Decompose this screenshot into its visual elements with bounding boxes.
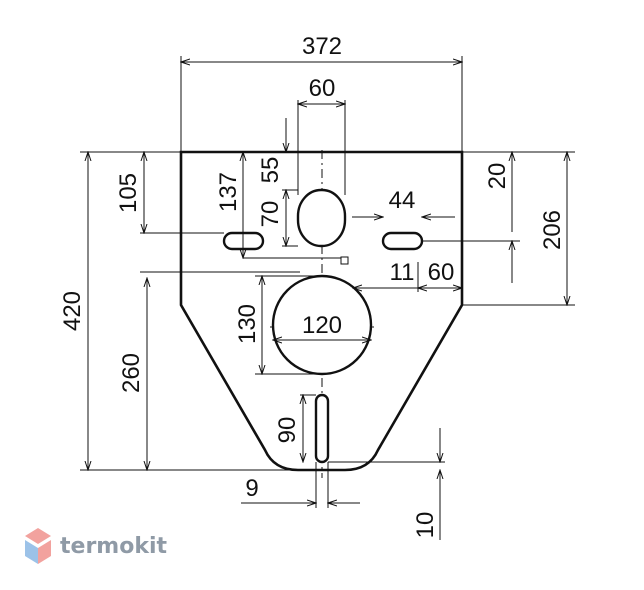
small-square-mark: [340, 256, 349, 265]
dim-label-90: 90: [274, 417, 301, 444]
dim-label-11: 11: [390, 259, 415, 286]
termokit-logo-icon: [25, 528, 51, 564]
dim-label-60-right: 60: [428, 259, 455, 286]
dim-label-420: 420: [59, 291, 86, 331]
dim-label-44: 44: [389, 187, 416, 214]
dim-label-55: 55: [257, 157, 284, 184]
dim-label-137: 137: [215, 172, 242, 212]
dim-label-9: 9: [245, 475, 258, 502]
dim-label-70: 70: [257, 201, 284, 228]
right-mount-slot: [381, 231, 424, 251]
dim-label-260: 260: [118, 353, 145, 393]
dim-label-60-top: 60: [309, 75, 336, 102]
dim-label-206: 206: [539, 210, 566, 250]
dim-label-120: 120: [302, 312, 342, 339]
bottom-adjust-slot: [314, 393, 330, 464]
dim-label-20: 20: [484, 163, 511, 190]
brand-name: termokit: [60, 534, 167, 559]
dim-label-10: 10: [412, 512, 439, 539]
dim-label-105: 105: [115, 173, 142, 213]
dim-label-130: 130: [234, 304, 261, 344]
dim-label-372: 372: [302, 33, 342, 60]
upper-water-opening: [296, 188, 347, 248]
